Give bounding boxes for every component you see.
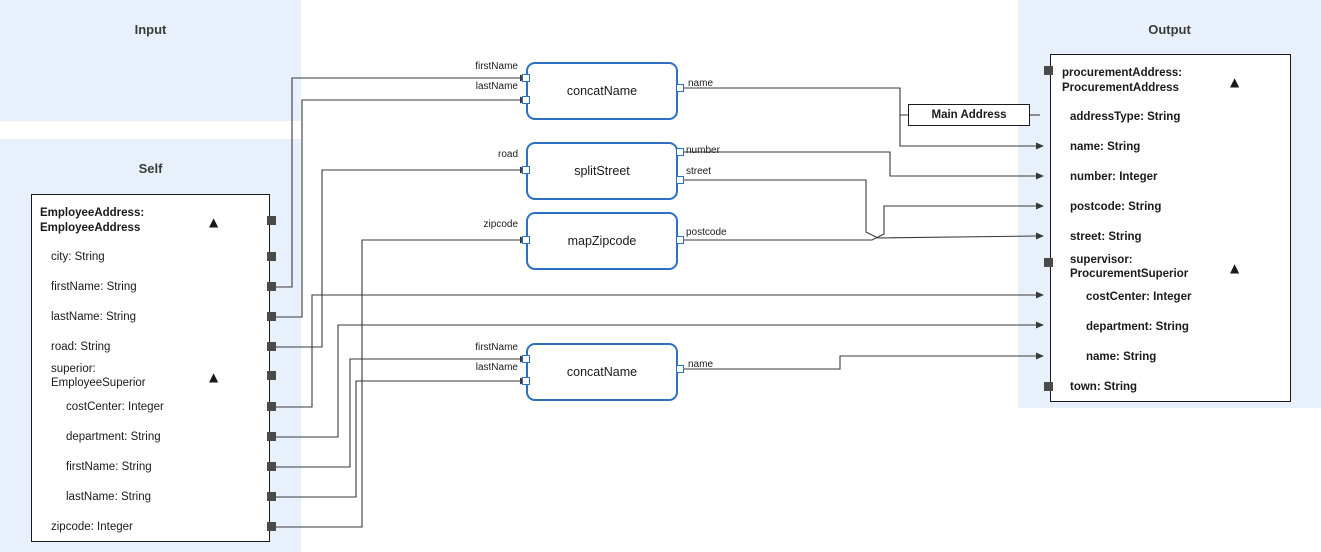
fn1-output-port-name[interactable] [676,84,684,92]
function-node-concatname-1[interactable]: concatName [526,62,678,120]
fn1-input-port-firstname[interactable] [522,74,530,82]
fn2-label-number: number [686,145,720,156]
fn4-input-port-firstname[interactable] [522,355,530,363]
self-field-road: road: String [51,341,111,353]
fn2-input-port-road[interactable] [522,166,530,174]
function-node-splitstreet[interactable]: splitStreet [526,142,678,200]
self-object-header-line1: EmployeeAddress: [40,207,145,219]
fn4-output-port-name[interactable] [676,365,684,373]
output-field-costcenter: costCenter: Integer [1086,291,1192,303]
self-port-road[interactable] [267,342,276,351]
function-node-concatname-2[interactable]: concatName [526,343,678,401]
output-field-street: street: String [1070,231,1142,243]
output-field-postcode: postcode: String [1070,201,1162,213]
output-port-supervisor[interactable] [1044,258,1053,267]
fn2-label-street: street [686,166,712,177]
self-field-firstname: firstName: String [51,281,137,293]
chevron-up-icon-supervisor[interactable]: ▲ [1230,261,1240,275]
annotation-main-address[interactable]: Main Address [908,104,1030,126]
self-field-superior: superior: [51,363,96,375]
output-field-town: town: String [1070,381,1138,393]
chevron-up-icon-superior[interactable]: ▲ [209,370,219,384]
chevron-up-icon-output[interactable]: ▲ [1230,75,1240,89]
fn2-output-port-street[interactable] [676,176,684,184]
fn4-input-port-lastname[interactable] [522,377,530,385]
self-port-superior[interactable] [267,371,276,380]
self-field-department: department: String [66,431,161,443]
self-port-zipcode[interactable] [267,522,276,531]
function-node-mapzipcode[interactable]: mapZipcode [526,212,678,270]
self-object-header-line2: EmployeeAddress [40,222,141,234]
output-field-supervisor-name: name: String [1086,351,1157,363]
self-port-superior-firstname[interactable] [267,462,276,471]
self-port-lastname[interactable] [267,312,276,321]
self-field-city: city: String [51,251,105,263]
self-port-root[interactable] [267,216,276,225]
self-port-city[interactable] [267,252,276,261]
fn4-label-lastname: lastName [475,362,518,373]
output-field-name: name: String [1070,141,1141,153]
fn1-label-firstname: firstName [475,61,518,72]
fn3-label-postcode: postcode [686,227,727,238]
output-port-root[interactable] [1044,66,1053,75]
self-field-superior-firstname: firstName: String [66,461,152,473]
chevron-up-icon[interactable]: ▲ [209,215,219,229]
fn3-input-port-zipcode[interactable] [522,236,530,244]
output-field-supervisor-type: ProcurementSuperior [1070,268,1189,280]
self-field-lastname: lastName: String [51,311,137,323]
fn4-label-name: name [688,359,714,370]
fn2-label-road: road [497,149,518,160]
self-field-superior-lastname: lastName: String [66,491,152,503]
fn4-label-firstname: firstName [475,342,518,353]
fn3-output-port-postcode[interactable] [676,236,684,244]
self-field-zipcode: zipcode: Integer [51,521,133,533]
output-field-supervisor: supervisor: [1070,254,1133,266]
fn2-output-port-number[interactable] [676,148,684,156]
output-field-department: department: String [1086,321,1189,333]
input-panel [0,0,301,121]
fn1-label-lastname: lastName [475,81,518,92]
self-field-costcenter: costCenter: Integer [66,401,164,413]
fn1-label-name: name [688,78,714,89]
output-port-town[interactable] [1044,382,1053,391]
self-port-firstname[interactable] [267,282,276,291]
self-port-superior-lastname[interactable] [267,492,276,501]
self-object-box [31,194,270,542]
output-field-number: number: Integer [1070,171,1158,183]
fn1-input-port-lastname[interactable] [522,96,530,104]
output-object-box [1050,54,1291,402]
self-field-superior-type: EmployeeSuperior [51,377,146,389]
output-object-header-line1: procurementAddress: [1062,67,1183,79]
input-panel-title: Input [134,22,167,37]
output-object-header-line2: ProcurementAddress [1062,82,1179,94]
self-port-costcenter[interactable] [267,402,276,411]
output-panel-title: Output [1148,22,1191,37]
self-port-department[interactable] [267,432,276,441]
self-panel-title: Self [138,161,163,176]
output-field-addresstype: addressType: String [1070,111,1181,123]
fn3-label-zipcode: zipcode [483,219,518,230]
